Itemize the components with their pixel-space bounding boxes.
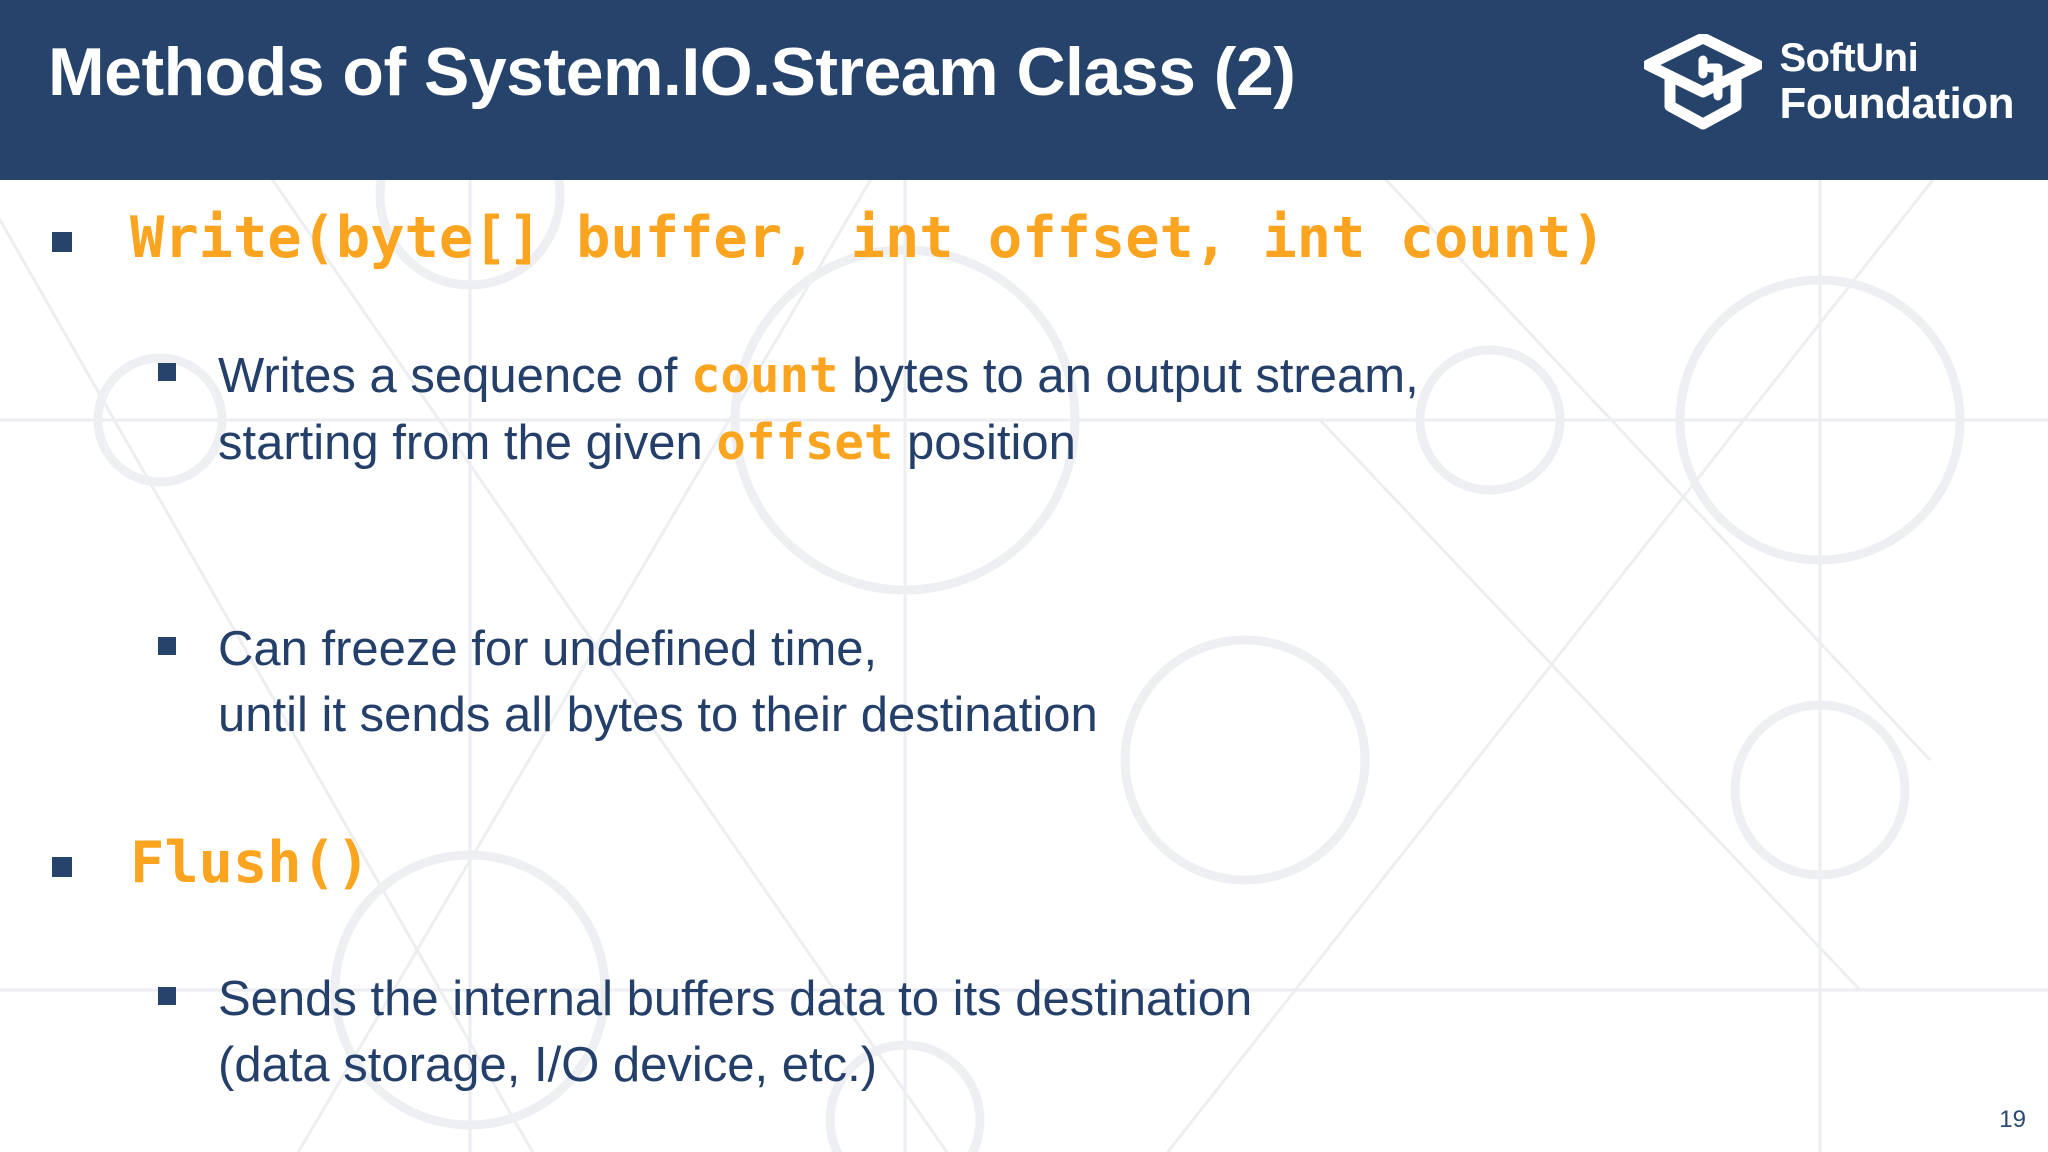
bullet-level-2: Can freeze for undefined time, until it … — [0, 617, 2048, 748]
logo-wordmark: SoftUni Foundation — [1780, 38, 2015, 126]
logo-line-softuni: SoftUni — [1779, 36, 1919, 80]
bullet-level-2: Writes a sequence of count bytes to an o… — [0, 343, 2048, 476]
inline-code-token: offset — [716, 413, 894, 471]
method-signature-code: Write(byte[] buffer, int offset, int cou… — [130, 205, 1606, 271]
bullet-square-marker — [158, 987, 176, 1005]
bullet-level-2: Sends the internal buffers data to its d… — [0, 967, 2048, 1098]
page-title: Methods of System.IO.Stream Class (2) — [48, 34, 1296, 110]
bullet-level-1: Flush() — [0, 835, 2048, 892]
inline-code-token: count — [691, 347, 839, 404]
logo-line-foundation: Foundation — [1779, 79, 2015, 128]
method-signature-code: Flush() — [130, 830, 371, 896]
graduation-cap-icon — [1643, 34, 1762, 130]
bullet-description-text: Sends the internal buffers data to its d… — [218, 972, 1253, 1092]
slide-header-bar: Methods of System.IO.Stream Class (2) So… — [0, 0, 2048, 180]
bullet-description-text: Can freeze for undefined time, until it … — [218, 622, 1098, 742]
slide-page-number: 19 — [1999, 1106, 2026, 1133]
bullet-square-marker — [52, 232, 72, 252]
bullet-description-text: Writes a sequence of count bytes to an o… — [218, 347, 1419, 471]
softuni-foundation-logo: SoftUni Foundation — [1643, 26, 2015, 138]
bullet-square-marker — [158, 637, 176, 655]
bullet-level-1: Write(byte[] buffer, int offset, int cou… — [0, 210, 2048, 267]
slide-body: Write(byte[] buffer, int offset, int cou… — [0, 180, 2048, 1152]
bullet-square-marker — [52, 857, 72, 877]
bullet-square-marker — [158, 363, 176, 381]
